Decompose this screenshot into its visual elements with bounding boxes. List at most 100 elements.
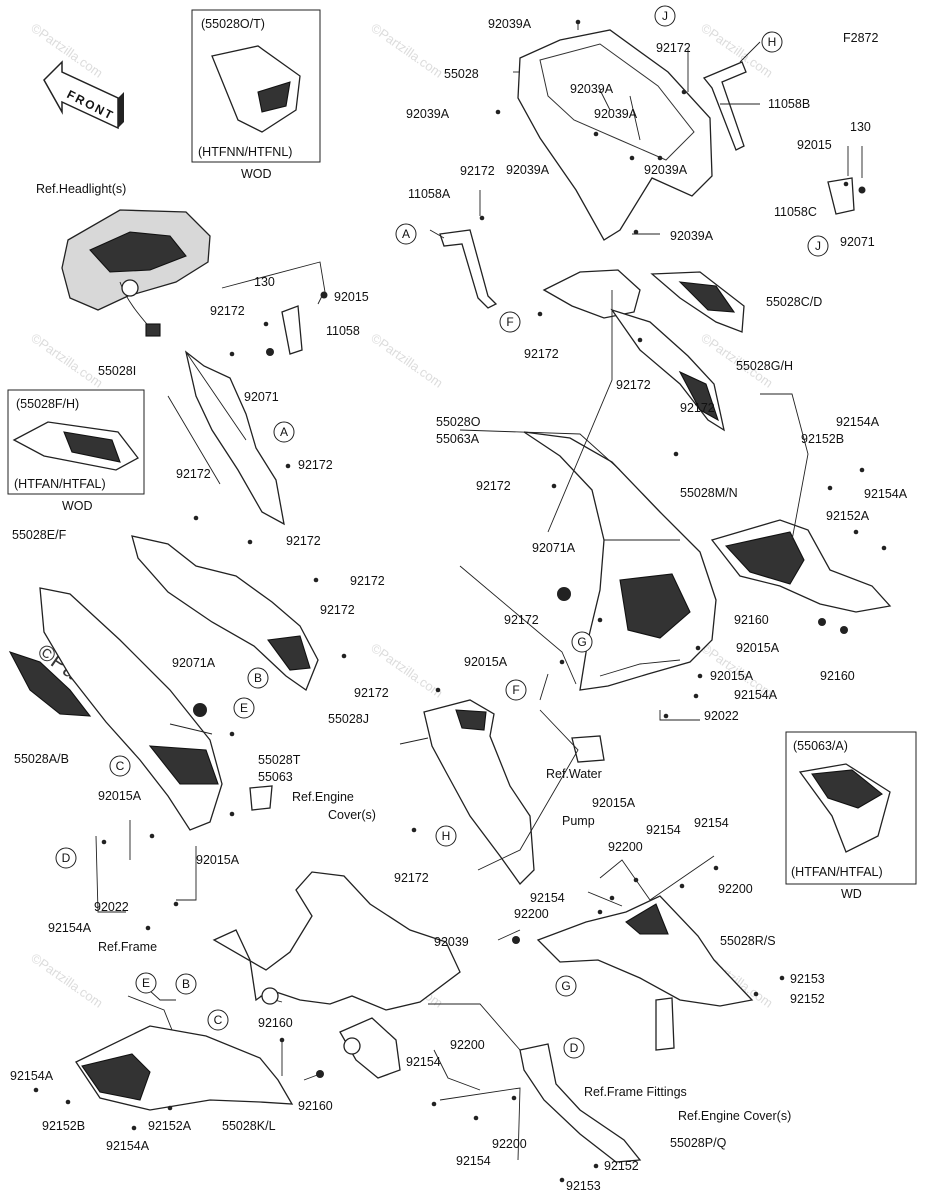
part-label: 92154 — [694, 816, 729, 830]
watermark-text: ©Partzilla.com — [368, 330, 445, 390]
part-label: 55063A — [436, 432, 480, 446]
part-label: 92172 — [476, 479, 511, 493]
inner-panel-55028i — [184, 350, 285, 526]
part-label: 130 — [254, 275, 275, 289]
part-label: 92015A — [464, 655, 508, 669]
lower-cowl-55028kl — [75, 1025, 294, 1111]
part-label: 92160 — [298, 1099, 333, 1113]
inset-left-cowl-vent — [63, 431, 121, 463]
callout-a-left: A — [273, 421, 295, 443]
part-label: 92154A — [836, 415, 880, 429]
headlight-assembly — [61, 209, 211, 337]
inset-top-note: WOD — [241, 167, 272, 181]
part-label: 92154A — [734, 688, 778, 702]
watermark-text: ©Partzilla.com — [28, 20, 105, 80]
part-label: Ref.Frame Fittings — [584, 1085, 687, 1099]
svg-text:E: E — [240, 701, 248, 715]
callout-b-lower: B — [175, 973, 197, 995]
inset-top-cowl-panel — [211, 45, 301, 133]
svg-text:C: C — [214, 1013, 223, 1027]
callout-c-lower: C — [207, 1009, 229, 1031]
inner-panel-55028ef — [131, 535, 319, 692]
svg-text:F: F — [506, 315, 513, 329]
part-label: 92039A — [406, 107, 450, 121]
part-label: 92039A — [506, 163, 550, 177]
callout-h-mid: H — [435, 825, 457, 847]
part-label: 92200 — [718, 882, 753, 896]
part-label: Ref.Water — [546, 767, 602, 781]
watermark-text: ©Partzilla.com — [368, 20, 445, 80]
part-label: 92200 — [608, 840, 643, 854]
part-label: 92154 — [406, 1055, 441, 1069]
part-label: 92022 — [94, 900, 129, 914]
part-label: 55028A/B — [14, 752, 69, 766]
part-label: 92071 — [840, 235, 875, 249]
inset-top: (55028O/T) (HTFNN/HTFNL) WOD — [191, 9, 321, 181]
part-label: 92039A — [644, 163, 688, 177]
svg-text:B: B — [182, 977, 190, 991]
inner-panel-55028j — [399, 699, 535, 886]
svg-text:E: E — [142, 976, 150, 990]
inset-right-part: (55063/A) — [793, 739, 848, 753]
part-label: 92172 — [656, 41, 691, 55]
callout-f-upper: F — [499, 311, 521, 333]
side-panel-55028mn — [710, 519, 892, 613]
part-label: 92153 — [790, 972, 825, 986]
svg-text:D: D — [570, 1041, 579, 1055]
part-label: 11058A — [408, 187, 451, 201]
part-label: 55028E/F — [12, 528, 67, 542]
svg-text:B: B — [254, 671, 262, 685]
main-side-cowl-55028o — [523, 431, 717, 691]
front-arrow-icon: FRONT — [43, 60, 124, 130]
part-label: 92160 — [820, 669, 855, 683]
callout-circles: J H A J F A B E C G F H D G E B C D — [55, 5, 829, 1059]
inset-right-model: (HTFAN/HTFAL) — [791, 865, 883, 879]
part-label: 92015 — [797, 138, 832, 152]
part-label: 55028M/N — [680, 486, 738, 500]
part-label: 55028I — [98, 364, 136, 378]
svg-text:J: J — [815, 239, 821, 253]
part-label: 92071A — [532, 541, 576, 555]
part-label: 92022 — [704, 709, 739, 723]
part-label: 92152B — [801, 432, 844, 446]
part-label: 92015A — [98, 789, 142, 803]
part-label: 55028J — [328, 712, 369, 726]
part-label: 92152 — [604, 1159, 639, 1173]
part-label: 92172 — [176, 467, 211, 481]
part-label: 55028R/S — [720, 934, 776, 948]
part-label: 92154 — [646, 823, 681, 837]
part-label: 55028O — [436, 415, 481, 429]
part-label: 92172 — [524, 347, 559, 361]
inset-right: (55063/A) (HTFAN/HTFAL) WD — [785, 731, 917, 901]
svg-text:A: A — [402, 227, 410, 241]
inset-left-note: WOD — [62, 499, 93, 513]
part-label: 92152 — [790, 992, 825, 1006]
part-label: 130 — [850, 120, 871, 134]
svg-text:A: A — [280, 425, 288, 439]
part-label: 11058B — [768, 97, 810, 111]
part-label: 92200 — [492, 1137, 527, 1151]
part-label: 92172 — [616, 378, 651, 392]
watermark-text: ©Partzilla.com — [28, 330, 105, 390]
svg-text:H: H — [768, 35, 777, 49]
part-label: 11058C — [774, 205, 817, 219]
part-label: 92172 — [286, 534, 321, 548]
part-label: 92172 — [298, 458, 333, 472]
part-label: 92071A — [172, 656, 216, 670]
svg-text:C: C — [116, 759, 125, 773]
part-label: 55063 — [258, 770, 293, 784]
bolts — [33, 19, 887, 1183]
part-label: 92015 — [334, 290, 369, 304]
part-label: 92015A — [710, 669, 754, 683]
part-label: 92153 — [566, 1179, 601, 1193]
part-label: 92015A — [592, 796, 636, 810]
part-label: 92154 — [530, 891, 565, 905]
part-label: 11058 — [326, 324, 360, 338]
svg-text:H: H — [442, 829, 451, 843]
lower-cowl-55028ab — [8, 587, 223, 831]
part-label: 92172 — [210, 304, 245, 318]
part-label: 92039A — [488, 17, 532, 31]
inset-left-part: (55028F/H) — [16, 397, 79, 411]
